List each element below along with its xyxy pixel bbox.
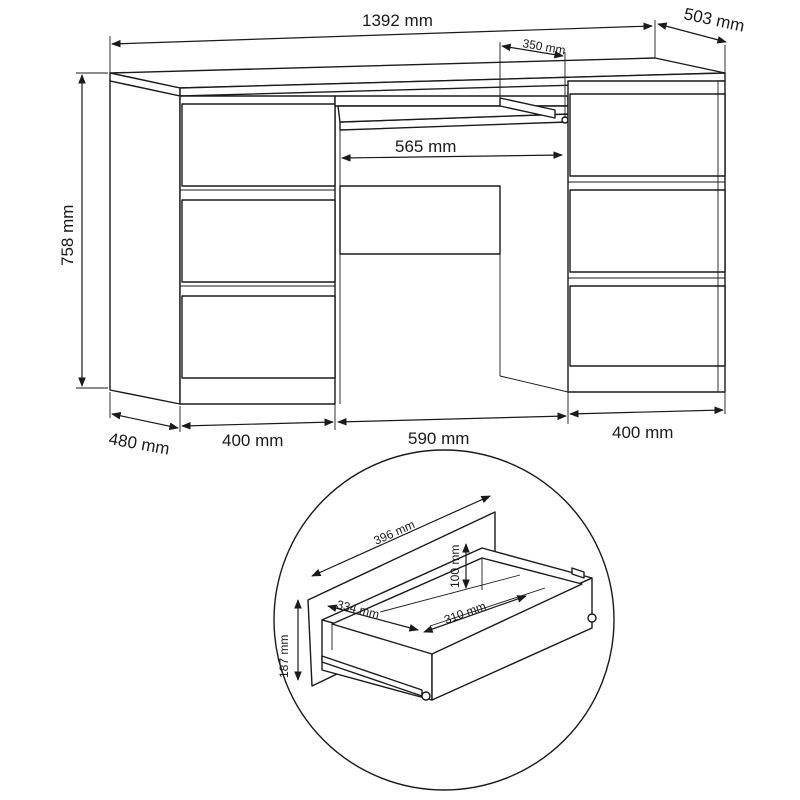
dim-left-cabinet (181, 418, 334, 430)
dim-drawer-inner-depth (327, 604, 419, 632)
label-tray-depth: 350 mm (521, 36, 566, 57)
right-drawer-1 (569, 93, 726, 177)
right-drawer-3 (569, 285, 726, 367)
runner-wheel (421, 691, 431, 701)
label-width-total: 1392 mm (362, 11, 433, 30)
dim-width-total (111, 22, 653, 48)
label-right-cabinet: 400 mm (612, 423, 673, 442)
left-cabinet-side (109, 80, 181, 405)
label-drawer-front-height: 187 mm (277, 635, 291, 678)
dim-middle-width (337, 412, 567, 426)
dim-drawer-inner-width (423, 595, 527, 633)
right-drawer-2 (569, 189, 726, 273)
label-middle-width: 590 mm (408, 429, 469, 448)
center-modesty-panel (339, 185, 501, 255)
label-left-cabinet: 400 mm (222, 431, 283, 450)
left-drawer-2 (181, 199, 336, 283)
left-drawer-1 (181, 103, 336, 187)
drawer-hook (571, 567, 585, 579)
detail-circle (273, 449, 615, 791)
left-drawer-3 (181, 295, 336, 379)
dim-depth-side (111, 412, 179, 430)
dim-tray-depth (501, 43, 564, 59)
label-depth-top: 503 mm (682, 4, 746, 35)
dim-right-cabinet (569, 406, 724, 418)
desk-body (109, 57, 726, 405)
runner-wheel-back (587, 613, 597, 623)
dim-tray-inner-width (341, 151, 563, 162)
dim-depth-top (657, 22, 727, 44)
label-drawer-front-width: 396 mm (372, 517, 417, 547)
dim-drawer-front-width (311, 495, 491, 577)
label-height: 758 mm (58, 205, 77, 266)
label-drawer-inner-height: 100 mm (448, 545, 462, 588)
tray-slide-rail (499, 97, 556, 119)
label-depth-side: 480 mm (107, 429, 171, 458)
label-tray-inner-width: 565 mm (395, 137, 456, 156)
